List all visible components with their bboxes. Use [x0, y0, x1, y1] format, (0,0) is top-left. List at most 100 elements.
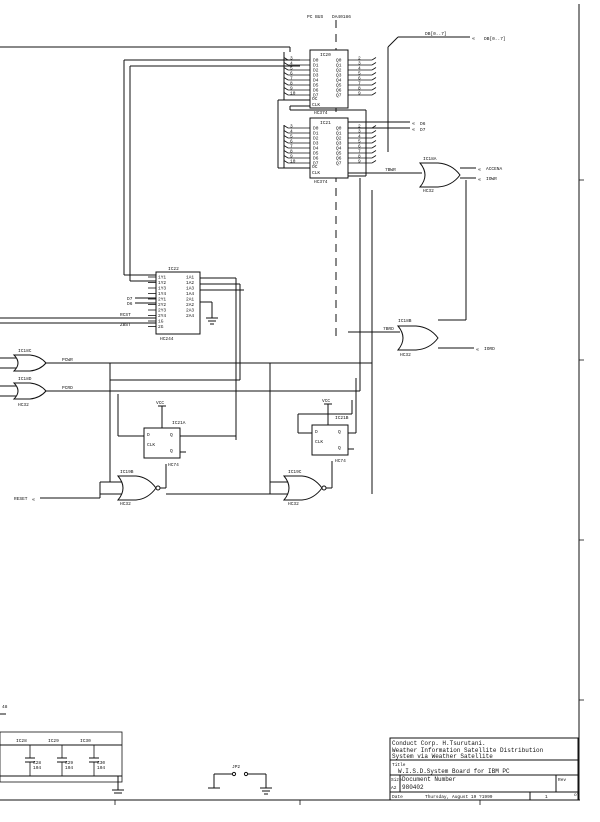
cap-value: 104: [97, 765, 105, 771]
pin-number: 10: [290, 159, 296, 165]
net-db-label-out: DB[0..7]: [484, 36, 506, 42]
net-reset: RESET: [14, 496, 28, 502]
svg-text:CLK: CLK: [315, 439, 323, 445]
pc-bus-label: PC BUS: [307, 14, 324, 20]
bus-entry: [371, 72, 377, 76]
bus-entry: [371, 145, 377, 149]
svg-text:«: «: [478, 177, 481, 183]
net-pcwr-top: 7BWR: [385, 167, 396, 173]
pin-number: 10: [290, 91, 296, 97]
tb-title-label: Title: [392, 762, 406, 768]
ic21a-vcc: VCC: [156, 400, 164, 406]
pin-number: 5: [290, 134, 293, 140]
pin-label: Q6: [336, 156, 342, 162]
tb-of-label: of: [574, 792, 580, 798]
ic19c-part: HC32: [288, 501, 299, 507]
pin-number: 6: [290, 139, 293, 145]
pin-label: Q4: [336, 78, 342, 84]
pin-number: 6: [290, 71, 293, 77]
pin-label: Q4: [336, 146, 342, 152]
ic18d-part: HC32: [18, 402, 29, 408]
pin-label: Q7: [336, 93, 342, 99]
tb-company: Conduct Corp. H.Tsurutani.: [392, 740, 486, 747]
ic19b-ref: IC19B: [120, 469, 134, 475]
bus-entry: [371, 77, 377, 81]
bus-entry: [371, 150, 377, 154]
net-iord: IORD: [484, 346, 495, 352]
bus-entry: [283, 130, 289, 134]
pin-label: Q0: [336, 126, 342, 132]
net-rcst: RCST: [120, 312, 131, 318]
ic21a-ref: IC21A: [172, 420, 186, 426]
cap-ref: C28: [33, 760, 41, 766]
bus-entry: [371, 140, 377, 144]
bus-entry: [283, 155, 289, 159]
pin-label: D3: [313, 73, 319, 79]
bus-entry: [371, 160, 377, 164]
pin-number: 3: [358, 61, 361, 67]
pin-label: D5: [313, 83, 319, 89]
ic21a-part: HC74: [168, 462, 179, 468]
ic20-oc: OC: [312, 96, 318, 102]
ic20-part: HC374: [314, 110, 328, 116]
tb-docnum-label: Document Number: [402, 776, 456, 783]
pin-label: Q3: [336, 73, 342, 79]
ic19b-part: HC32: [120, 501, 131, 507]
net-zbst: ZBST: [120, 322, 131, 328]
bus-entry: [371, 135, 377, 139]
svg-text:D: D: [147, 432, 150, 438]
svg-text:CLK: CLK: [147, 442, 155, 448]
pin-label: D7: [313, 161, 319, 167]
svg-text:«: «: [478, 167, 481, 173]
ic21-clk: CLK: [312, 170, 320, 176]
ic22-chip: IC22 HC244 1Y11Y21Y31Y42Y12Y22Y32Y41G2G1…: [148, 266, 201, 342]
pin-label: Q1: [336, 131, 342, 137]
pin-number: 5: [358, 71, 361, 77]
ic19b-or-gate: IC19B HC32: [116, 469, 161, 507]
pin-label: 2G: [158, 324, 164, 330]
net-db-label: DB[0..7]: [425, 31, 447, 37]
pin-number: 3: [290, 124, 293, 130]
bus-entry: [371, 82, 377, 86]
pin-label: 2A1: [186, 297, 194, 303]
ic18a-or-gate: IC18A HC32 « « ACCENA IOWR: [418, 156, 503, 194]
pin-number: 3: [358, 129, 361, 135]
pin-number: 8: [358, 154, 361, 160]
ic22-ref: IC22: [168, 266, 179, 272]
bus-entry: [371, 62, 377, 66]
pin-label: 2Y2: [158, 302, 166, 308]
cap-value: 104: [65, 765, 73, 771]
pin-number: 4: [358, 134, 361, 140]
net-d7-in: D7: [127, 296, 133, 302]
pin-label: D2: [313, 68, 319, 74]
tb-rev-label: Rev: [558, 777, 566, 783]
pin-label: 1Y4: [158, 291, 166, 297]
bus-entry: [371, 130, 377, 134]
net-accena: ACCENA: [486, 166, 503, 172]
net-pcrd: PCRD: [62, 385, 73, 391]
bus-entry: [283, 87, 289, 91]
pin-label: 2Y3: [158, 308, 166, 314]
bus-entry: [283, 92, 289, 96]
pin-label: Q7: [336, 161, 342, 167]
tb-sheet: 1: [545, 794, 548, 800]
pin-label: D3: [313, 141, 319, 147]
pin-label: Q2: [336, 136, 342, 142]
bus-entry: [283, 72, 289, 76]
bus-entry: [371, 57, 377, 61]
pin-label: D2: [313, 136, 319, 142]
tb-title: W.I.S.D.System Board for IBM PC: [398, 768, 510, 775]
pin-label: Q2: [336, 68, 342, 74]
pin-label: 2Y4: [158, 313, 166, 319]
pin-number: 8: [290, 81, 293, 87]
pin-label: 1A1: [186, 275, 194, 281]
pin-number: 3: [290, 56, 293, 62]
ic21b-vcc: VCC: [322, 398, 330, 404]
pin-label: D6: [313, 88, 319, 94]
ic21b-ref: IC21B: [335, 415, 349, 421]
net-d7: D7: [420, 127, 426, 133]
tb-date-label: Date: [392, 794, 403, 800]
